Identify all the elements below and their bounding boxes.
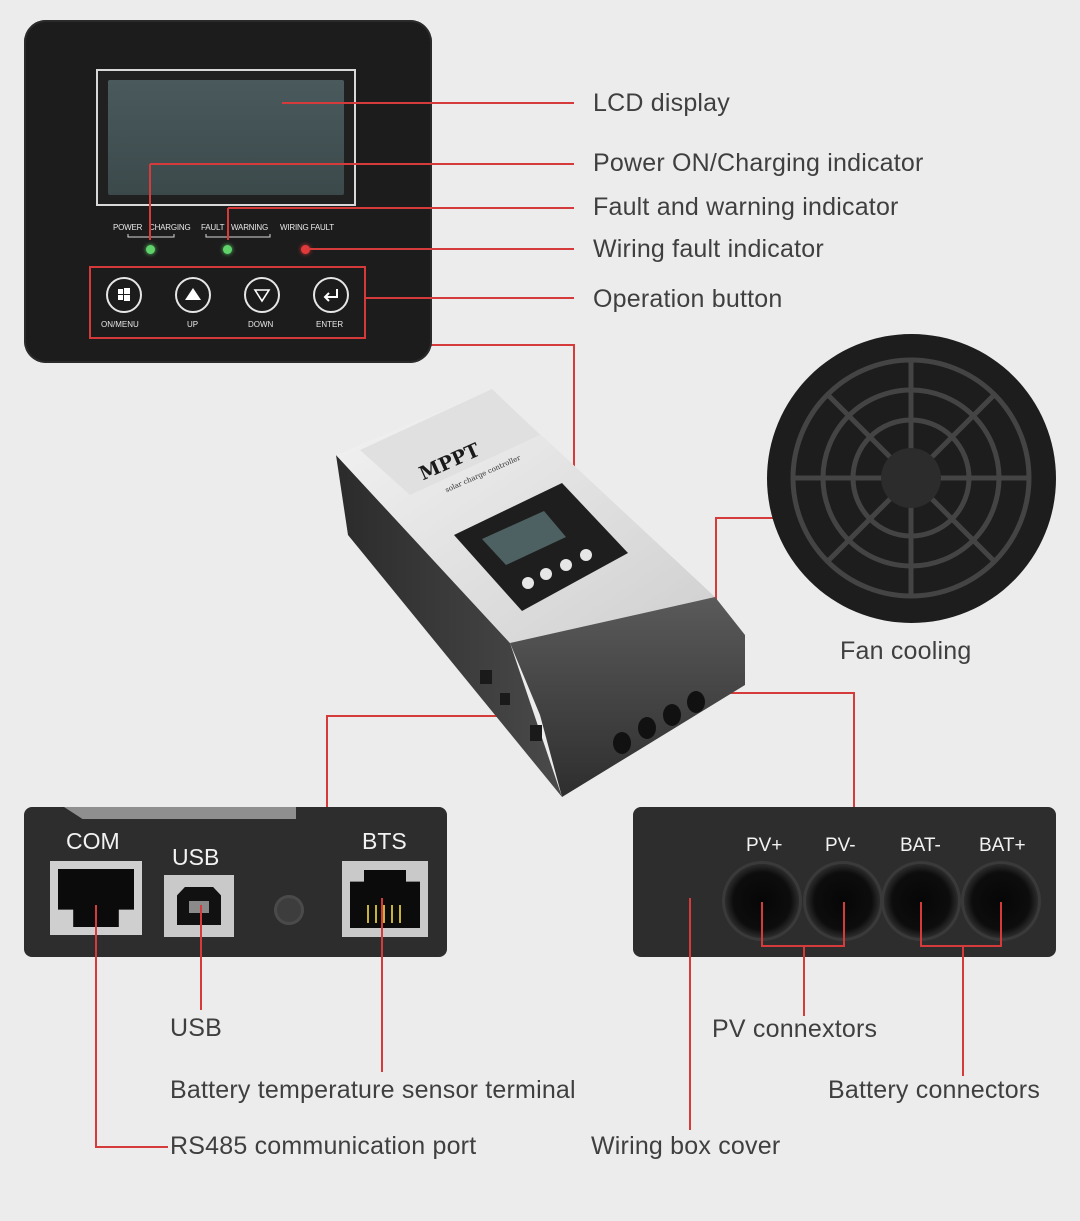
- leader-rs485: [95, 905, 168, 1148]
- usb-port-label: USB: [172, 844, 220, 870]
- bat-minus-label: BAT-: [900, 835, 941, 856]
- power-label: POWER: [113, 223, 143, 232]
- on-menu-label: ON/MENU: [101, 320, 139, 329]
- com-port: [50, 861, 142, 935]
- wiring-fault-led: [301, 245, 310, 254]
- bts-pins: [367, 905, 401, 923]
- bat-minus-socket: [884, 864, 958, 938]
- operation-button-box: ON/MENU UP DOWN ENTER: [89, 266, 366, 339]
- usb-port: [164, 875, 234, 937]
- fault-indicator-label: Fault and warning indicator: [593, 193, 899, 221]
- left-port-panel: COM USB BTS: [24, 807, 447, 957]
- cooling-fan: [767, 334, 1056, 623]
- pv-connectors-callout: PV connextors: [712, 1015, 878, 1043]
- right-port-panel: PV+ PV- BAT- BAT+: [633, 807, 1056, 957]
- fault-label: FAULT: [201, 223, 225, 232]
- charging-label: CHARGING: [149, 223, 191, 232]
- battery-connectors-callout: Battery connectors: [828, 1076, 1041, 1104]
- leader-left-ports: [326, 715, 516, 807]
- enter-label: ENTER: [316, 320, 344, 329]
- front-panel: POWER CHARGING FAULT WARNING WIRING FAUL…: [24, 20, 432, 363]
- fault-led: [223, 245, 232, 254]
- bat-plus-label: BAT+: [979, 835, 1026, 856]
- wiring-fault-label: WIRING FAULT: [280, 223, 334, 232]
- fan-cooling-label: Fan cooling: [840, 637, 972, 665]
- wiring-box-cover-callout: Wiring box cover: [591, 1132, 781, 1160]
- rs485-callout: RS485 communication port: [170, 1132, 477, 1160]
- bts-label: BTS: [362, 828, 407, 854]
- pv-plus-socket: [725, 864, 799, 938]
- warning-label: WARNING: [231, 223, 268, 232]
- mppt-device: [336, 389, 745, 797]
- pv-minus-label: PV-: [825, 835, 856, 856]
- lcd-frame: [96, 69, 356, 206]
- pv-minus-socket: [806, 864, 880, 938]
- fan-grille-icon: [790, 357, 1032, 599]
- on-menu-button[interactable]: [106, 277, 142, 313]
- panel-edge: [64, 807, 296, 819]
- power-led: [146, 245, 155, 254]
- windows-icon: [118, 288, 130, 301]
- com-label: COM: [66, 828, 120, 854]
- enter-icon: [323, 289, 338, 302]
- leader-right-ports: [715, 692, 855, 807]
- down-label: DOWN: [248, 320, 274, 329]
- power-indicator-label: Power ON/Charging indicator: [593, 149, 924, 177]
- down-button[interactable]: [244, 277, 280, 313]
- operation-button-label: Operation button: [593, 285, 783, 313]
- bat-plus-socket: [964, 864, 1038, 938]
- pv-plus-label: PV+: [746, 835, 783, 856]
- bts-port: [342, 861, 428, 937]
- up-label: UP: [187, 320, 199, 329]
- down-arrow-icon: [253, 289, 271, 303]
- usb-callout: USB: [170, 1014, 223, 1042]
- bts-callout: Battery temperature sensor terminal: [170, 1076, 576, 1104]
- enter-button[interactable]: [313, 277, 349, 313]
- leader-fan: [715, 517, 774, 600]
- indicator-brackets: [127, 234, 271, 238]
- up-button[interactable]: [175, 277, 211, 313]
- up-arrow-icon: [185, 288, 201, 300]
- ground-screw: [274, 895, 304, 925]
- lcd-display-label: LCD display: [593, 89, 730, 117]
- wiring-fault-indicator-label: Wiring fault indicator: [593, 235, 824, 263]
- lcd-screen: [108, 80, 344, 195]
